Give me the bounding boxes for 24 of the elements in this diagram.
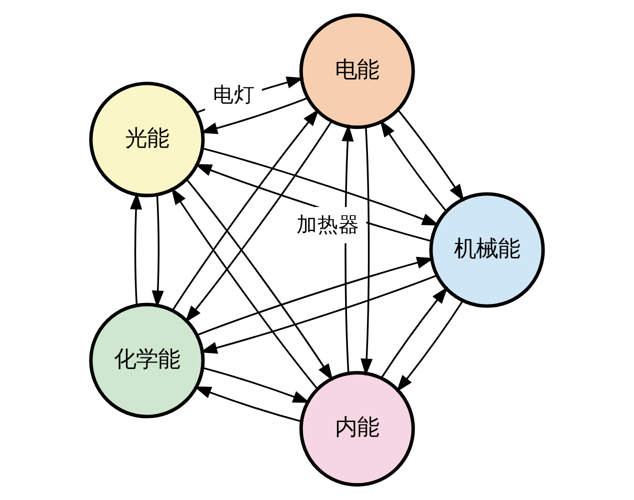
edge-label: 电灯 [212,82,255,106]
arrow [184,121,332,323]
arrow [397,109,464,202]
arrow [197,256,434,336]
node-circle: 内能 [299,371,415,487]
arrow [194,386,302,422]
node-circle: 电能 [299,13,415,129]
arrow [380,286,448,379]
arrow [202,367,310,403]
node-circle: 光能 [89,82,205,198]
node-circle: 化学能 [89,302,205,418]
arrow [186,179,333,381]
node-circle: 机械能 [429,192,545,308]
arrow [202,148,440,226]
arrow [200,274,437,354]
arrow [171,187,318,390]
arrow [360,127,373,376]
edge-label: 加热器 [296,212,360,236]
arrow [396,300,464,392]
arrow [200,97,308,134]
arrow [152,194,164,308]
arrow [380,120,448,212]
arrow [130,192,142,306]
arrow [172,108,320,311]
